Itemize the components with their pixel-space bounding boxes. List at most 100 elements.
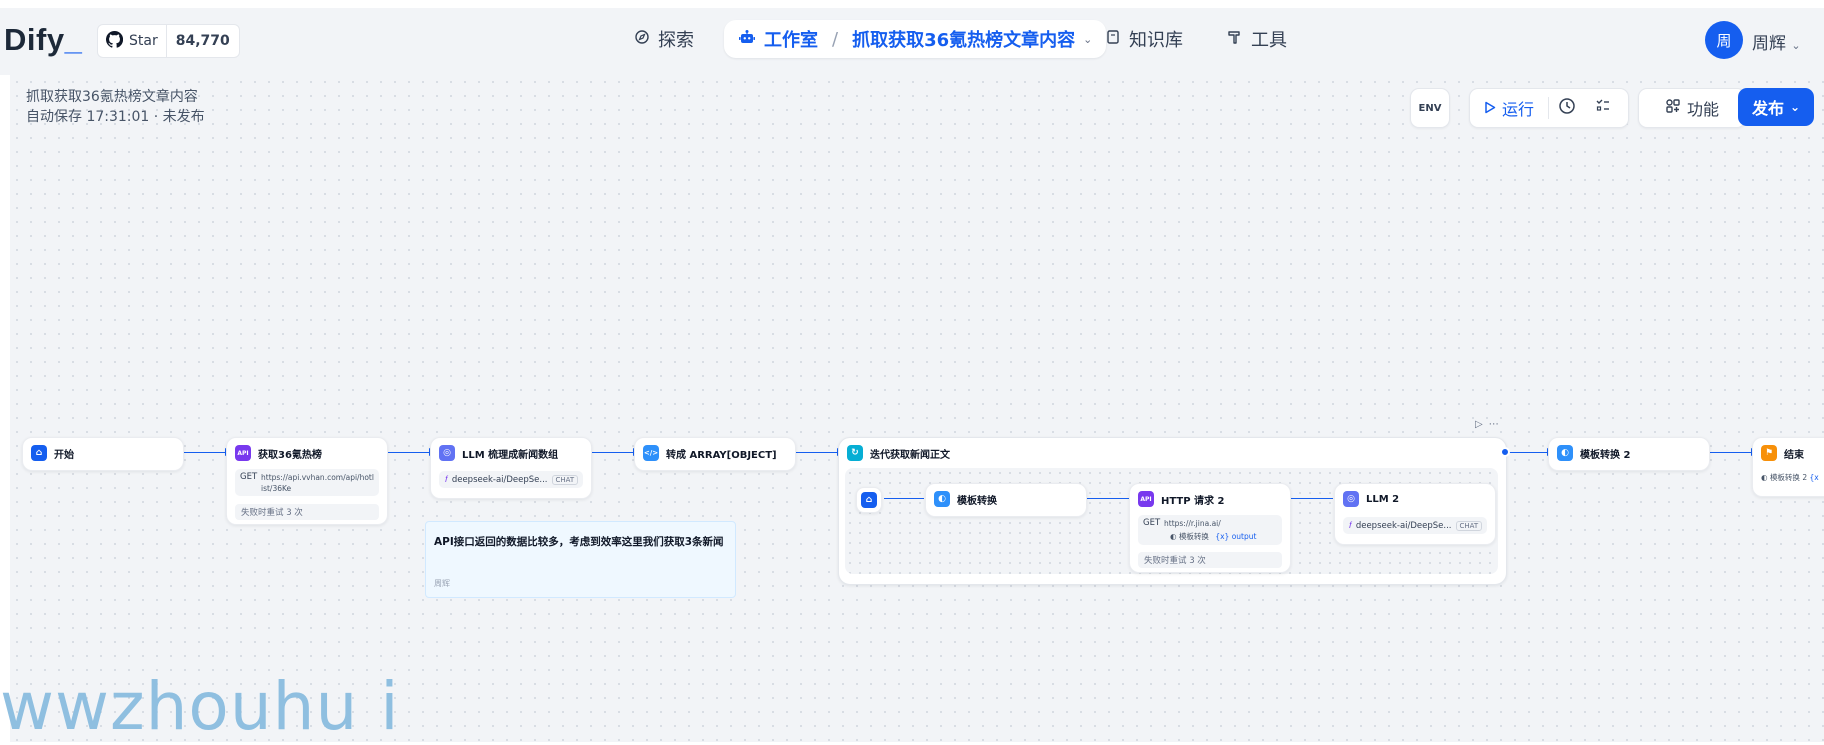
http-icon: API xyxy=(1138,491,1154,507)
apps-icon xyxy=(1665,98,1681,118)
publish-label: 发布 xyxy=(1751,99,1784,118)
model-info: 𝑓 deepseek-ai/DeepSe... CHAT xyxy=(439,471,583,488)
home-icon: ⌂ xyxy=(31,445,47,461)
features-button[interactable]: 功能 xyxy=(1638,88,1746,128)
template-icon: ◐ xyxy=(934,491,950,507)
nav-knowledge-label: 知识库 xyxy=(1129,30,1183,51)
run-toolbar: 运行 xyxy=(1469,88,1629,128)
node-template[interactable]: ◐ 模板转换 2 xyxy=(1548,437,1710,471)
github-star-button[interactable]: Star 84,770 xyxy=(97,24,240,58)
retry-badge: 失败时重试 3 次 xyxy=(1138,552,1282,568)
iteration-controls[interactable]: ▷ ⋯ xyxy=(1475,419,1499,430)
node-http-request[interactable]: API 获取36氪热榜 GET https://api.vvhan.com/ap… xyxy=(226,437,388,525)
edge xyxy=(1709,452,1753,453)
github-star-count: 84,770 xyxy=(175,33,230,49)
http-url: https://r.jina.ai/ xyxy=(1164,519,1221,528)
http-icon: API xyxy=(235,445,251,461)
logo-text: Dify xyxy=(4,22,65,57)
var-name: output xyxy=(1231,532,1257,541)
node-end[interactable]: ⚑ 结束 ◐ 模板转换 2 {x xyxy=(1752,437,1824,497)
compass-icon xyxy=(634,29,650,50)
book-icon xyxy=(1105,29,1121,50)
watermark: wwzhouhu i xyxy=(0,668,400,745)
play-icon[interactable]: ▷ xyxy=(1475,419,1483,430)
nav-explore-label: 探索 xyxy=(658,30,694,51)
nav-workspace-label: 工作室 xyxy=(764,30,818,51)
variable-icon: {x} xyxy=(1215,532,1230,541)
template-icon: ◐ xyxy=(1557,445,1573,461)
node-title: 转成 ARRAY[OBJECT] xyxy=(666,449,777,461)
run-button[interactable]: 运行 xyxy=(1470,97,1550,119)
app-switcher-label[interactable]: 抓取获取36氪热榜文章内容 xyxy=(852,30,1076,51)
user-name: 周辉 xyxy=(1752,34,1786,54)
note-author: 周辉 xyxy=(434,579,450,588)
deepseek-icon: 𝑓 xyxy=(1349,520,1352,531)
node-title: LLM 梳理成新闻数组 xyxy=(462,449,559,461)
hammer-icon xyxy=(1227,29,1243,50)
var-source: 模板转换 2 xyxy=(1769,473,1808,482)
history-icon[interactable] xyxy=(1549,97,1585,119)
node-title: 模板转换 2 xyxy=(1580,449,1631,461)
edge xyxy=(1505,452,1549,453)
node-title: 获取36氪热榜 xyxy=(258,449,322,461)
llm-icon: ◎ xyxy=(439,445,455,461)
retry-badge: 失败时重试 3 次 xyxy=(235,504,379,520)
template-icon: ◐ xyxy=(1761,473,1768,482)
http-method: GET xyxy=(240,472,258,482)
node-title: LLM 2 xyxy=(1366,493,1400,505)
nav-tools[interactable]: 工具 xyxy=(1227,20,1287,58)
sticky-note[interactable]: API接口返回的数据比较多，考虑到效率这里我们获取3条新闻 周辉 xyxy=(425,521,736,598)
workflow-canvas[interactable] xyxy=(0,75,1824,742)
github-star-label: Star xyxy=(129,33,158,49)
dify-logo[interactable]: Dify_ xyxy=(4,22,82,58)
env-button[interactable]: ENV xyxy=(1410,88,1450,128)
http-method: GET xyxy=(1143,518,1161,528)
robot-icon xyxy=(738,28,756,51)
node-code[interactable]: </> 转成 ARRAY[OBJECT] xyxy=(634,437,796,471)
nav-knowledge[interactable]: 知识库 xyxy=(1105,20,1183,58)
logo-cursor: _ xyxy=(64,22,83,57)
template-icon: ◐ xyxy=(1170,532,1177,541)
nav-explore[interactable]: 探索 xyxy=(634,20,694,58)
model-name: deepseek-ai/DeepSe... xyxy=(1355,520,1452,531)
edge xyxy=(1087,498,1129,499)
node-start[interactable]: ⌂ 开始 xyxy=(22,437,184,471)
env-label: ENV xyxy=(1418,102,1442,114)
autosave-status: 自动保存 17:31:01 · 未发布 xyxy=(26,109,205,125)
github-icon xyxy=(105,30,124,52)
node-title: 开始 xyxy=(54,449,74,461)
nav-workspace[interactable]: 工作室 / 抓取获取36氪热榜文章内容 ⌄ xyxy=(724,20,1107,58)
http-url: https://api.vvhan.com/api/hotlist/36Ke xyxy=(261,473,374,493)
node-llm[interactable]: ◎ LLM 梳理成新闻数组 𝑓 deepseek-ai/DeepSe... CH… xyxy=(430,437,592,499)
chevron-down-icon: ⌄ xyxy=(1791,39,1801,52)
more-icon[interactable]: ⋯ xyxy=(1488,419,1499,430)
node-iteration-start[interactable]: ⌂ xyxy=(856,487,882,513)
checklist-icon[interactable] xyxy=(1585,98,1621,118)
variable-ref: ◐ 模板转换 {x} output xyxy=(1170,531,1256,542)
node-handle[interactable] xyxy=(1500,447,1510,457)
node-title: HTTP 请求 2 xyxy=(1161,495,1225,507)
node-title: 模板转换 xyxy=(957,495,997,507)
node-title: 迭代获取新闻正文 xyxy=(870,449,950,461)
home-icon: ⌂ xyxy=(861,492,877,508)
request-info: GET https://api.vvhan.com/api/hotlist/36… xyxy=(235,469,379,496)
node-title: 结束 xyxy=(1784,449,1804,461)
publish-button[interactable]: 发布 ⌄ xyxy=(1738,88,1814,126)
edge xyxy=(183,452,227,453)
model-info: 𝑓 deepseek-ai/DeepSe... CHAT xyxy=(1343,517,1487,534)
user-menu[interactable]: 周辉 ⌄ xyxy=(1752,29,1801,54)
edge xyxy=(387,452,431,453)
code-icon: </> xyxy=(643,445,659,461)
node-llm[interactable]: ◎ LLM 2 𝑓 deepseek-ai/DeepSe... CHAT xyxy=(1334,483,1496,545)
nav-tools-label: 工具 xyxy=(1251,30,1287,51)
node-template[interactable]: ◐ 模板转换 xyxy=(925,483,1087,517)
model-name: deepseek-ai/DeepSe... xyxy=(451,474,548,485)
avatar[interactable]: 周 xyxy=(1705,21,1743,59)
node-http-request[interactable]: API HTTP 请求 2 GET https://r.jina.ai/ ◐ 模… xyxy=(1129,483,1291,573)
workflow-title: 抓取获取36氪热榜文章内容 xyxy=(26,89,198,105)
chevron-down-icon: ⌄ xyxy=(1789,100,1801,114)
iteration-icon: ↻ xyxy=(847,445,863,461)
llm-icon: ◎ xyxy=(1343,491,1359,507)
mode-chip: CHAT xyxy=(551,474,579,485)
features-label: 功能 xyxy=(1686,100,1719,119)
